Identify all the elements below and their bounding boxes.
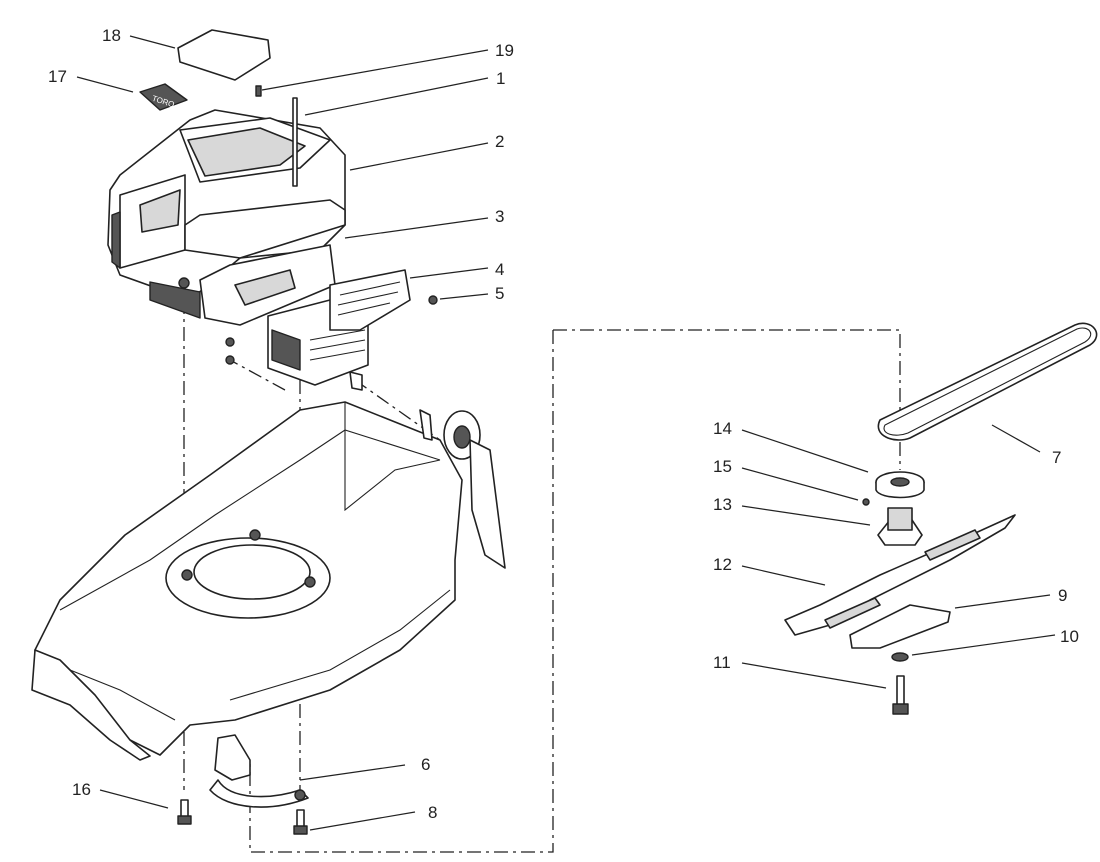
cover-plate bbox=[177, 29, 271, 81]
callout-10: 10 bbox=[1060, 627, 1079, 646]
callout-4: 4 bbox=[495, 260, 504, 279]
callout-2: 2 bbox=[495, 132, 504, 151]
clip-part bbox=[209, 734, 309, 808]
bolts bbox=[177, 789, 308, 835]
callout-13: 13 bbox=[713, 495, 732, 514]
leader-lines bbox=[76, 35, 1056, 831]
callout-3: 3 bbox=[495, 207, 504, 226]
callout-14: 14 bbox=[713, 419, 732, 438]
decal-17 bbox=[139, 83, 188, 111]
callout-11: 11 bbox=[713, 653, 731, 672]
callout-19: 19 bbox=[495, 41, 514, 60]
muffler-assembly bbox=[225, 269, 438, 386]
callout-8: 8 bbox=[428, 803, 437, 822]
callout-7: 7 bbox=[1052, 448, 1061, 467]
callout-9: 9 bbox=[1058, 586, 1067, 605]
callout-16: 16 bbox=[72, 780, 91, 799]
callout-18: 18 bbox=[102, 26, 121, 45]
callout-labels: 18 17 19 1 2 3 4 5 6 8 16 7 14 15 13 12 … bbox=[48, 26, 1079, 822]
callout-1: 1 bbox=[496, 69, 505, 88]
blade-drive-assembly bbox=[784, 322, 1098, 715]
callout-17: 17 bbox=[48, 67, 67, 86]
top-small-parts: TORO bbox=[139, 29, 298, 187]
mower-deck bbox=[31, 371, 506, 761]
callout-12: 12 bbox=[713, 555, 732, 574]
callout-15: 15 bbox=[713, 457, 732, 476]
callout-6: 6 bbox=[421, 755, 430, 774]
callout-5: 5 bbox=[495, 284, 504, 303]
engine-assembly bbox=[107, 109, 346, 326]
